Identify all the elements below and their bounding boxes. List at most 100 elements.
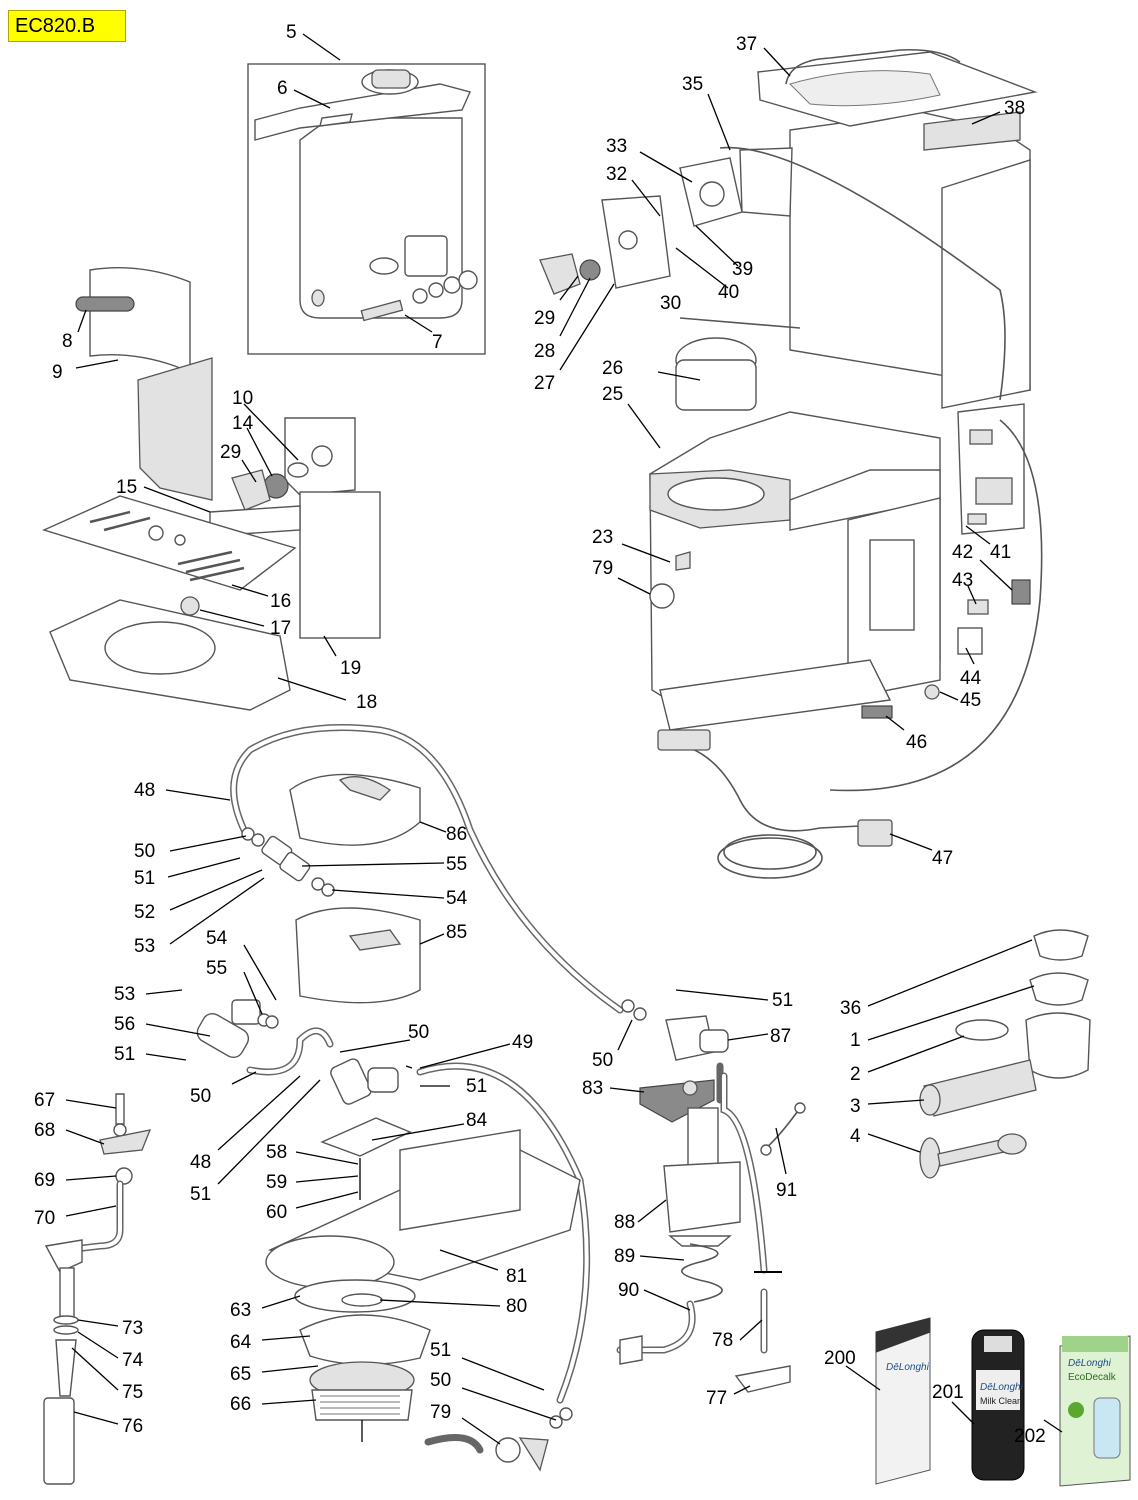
callout-51-c: 51 xyxy=(466,1076,487,1097)
callout-labels: 5 6 7 8 9 10 14 29 15 16 17 19 18 37 35 … xyxy=(34,22,1046,1447)
callout-68: 68 xyxy=(34,1120,55,1141)
drain-fitting xyxy=(734,1365,791,1393)
callout-38: 38 xyxy=(1004,98,1025,119)
callout-51-e: 51 xyxy=(430,1340,451,1361)
callout-88: 88 xyxy=(614,1212,635,1233)
float xyxy=(180,596,200,616)
callout-4: 4 xyxy=(850,1126,861,1147)
product-202-brand: DēLonghi xyxy=(1068,1358,1112,1369)
callout-58: 58 xyxy=(266,1142,287,1163)
callout-51-f: 51 xyxy=(772,990,793,1011)
product-filter-box: DēLonghi xyxy=(875,1317,931,1485)
callout-42: 42 xyxy=(952,542,973,563)
callout-86: 86 xyxy=(446,824,467,845)
product-201-text: Milk Clean xyxy=(980,1396,1022,1406)
callout-6: 6 xyxy=(277,78,288,99)
callout-200: 200 xyxy=(824,1348,856,1369)
right-column-cover xyxy=(299,491,381,639)
callout-1: 1 xyxy=(850,1030,861,1051)
callout-67: 67 xyxy=(34,1090,55,1111)
callout-50-d: 50 xyxy=(430,1370,451,1391)
callout-80: 80 xyxy=(506,1296,527,1317)
callout-78: 78 xyxy=(712,1330,733,1351)
callout-41: 41 xyxy=(990,542,1011,563)
callout-202: 202 xyxy=(1014,1426,1046,1447)
callout-47: 47 xyxy=(932,848,953,869)
water-tank-frame xyxy=(247,63,486,355)
callout-50-b: 50 xyxy=(408,1022,429,1043)
callout-74: 74 xyxy=(122,1350,144,1371)
accessories-group xyxy=(919,929,1091,1179)
callout-3: 3 xyxy=(850,1096,861,1117)
callout-79-bottom: 79 xyxy=(430,1402,451,1423)
callout-35: 35 xyxy=(682,74,703,95)
boiler-bottom xyxy=(295,907,421,1004)
hydraulics-group xyxy=(196,724,624,1472)
callout-25: 25 xyxy=(602,384,623,405)
callout-17: 17 xyxy=(270,618,291,639)
callout-30: 30 xyxy=(660,293,681,314)
callout-23: 23 xyxy=(592,527,613,548)
callout-32: 32 xyxy=(606,164,627,185)
callout-50-c: 50 xyxy=(190,1086,211,1107)
callout-89: 89 xyxy=(614,1246,635,1267)
callout-44: 44 xyxy=(960,668,982,689)
grinder-ring xyxy=(311,1389,413,1421)
callout-45: 45 xyxy=(960,690,981,711)
callout-91: 91 xyxy=(776,1180,797,1201)
callout-83: 83 xyxy=(582,1078,603,1099)
callout-29-right: 29 xyxy=(534,308,555,329)
callout-19: 19 xyxy=(340,658,361,679)
burr-grinder xyxy=(299,1314,431,1366)
callout-48-top: 48 xyxy=(134,780,155,801)
callout-14: 14 xyxy=(232,413,254,434)
product-202-text: EcoDecalk xyxy=(1068,1372,1117,1383)
callout-48-bottom: 48 xyxy=(190,1152,211,1173)
filter-basket-1cup xyxy=(1033,929,1089,961)
callout-39: 39 xyxy=(732,259,753,280)
callout-9: 9 xyxy=(52,362,63,383)
callout-51-d: 51 xyxy=(190,1184,211,1205)
callout-51-a: 51 xyxy=(134,868,155,889)
callout-53-b: 53 xyxy=(114,984,135,1005)
callout-54-b: 54 xyxy=(206,928,228,949)
callout-46: 46 xyxy=(906,732,927,753)
side-panel xyxy=(137,357,213,501)
pump-body xyxy=(687,1107,719,1169)
steam-nozzle xyxy=(55,1339,77,1397)
callout-27: 27 xyxy=(534,373,555,394)
pump-group xyxy=(616,999,806,1393)
callout-52: 52 xyxy=(134,902,155,923)
callout-77: 77 xyxy=(706,1388,727,1409)
callout-55-b: 55 xyxy=(206,958,227,979)
callout-8: 8 xyxy=(62,331,73,352)
front-cover-group xyxy=(42,267,381,711)
callout-2: 2 xyxy=(850,1064,861,1085)
callout-201: 201 xyxy=(932,1382,964,1403)
product-200-brand: DēLonghi xyxy=(886,1362,930,1373)
housing-group xyxy=(539,48,1043,879)
foot-pad xyxy=(861,705,893,719)
callout-85: 85 xyxy=(446,922,467,943)
callout-59: 59 xyxy=(266,1172,287,1193)
callout-56: 56 xyxy=(114,1014,135,1035)
callout-53-a: 53 xyxy=(134,936,155,957)
callout-50-a: 50 xyxy=(134,841,155,862)
callout-18: 18 xyxy=(356,692,377,713)
callout-75: 75 xyxy=(122,1382,143,1403)
callout-26: 26 xyxy=(602,358,623,379)
callout-40: 40 xyxy=(718,282,739,303)
callout-84: 84 xyxy=(466,1110,488,1131)
selector-knob xyxy=(539,253,581,295)
callout-29-left: 29 xyxy=(220,442,241,463)
tank-valve-parts xyxy=(360,270,478,322)
callout-55-a: 55 xyxy=(446,854,467,875)
cappuccino-sleeve xyxy=(43,1397,75,1485)
product-ecodecalk: DēLonghi EcoDecalk xyxy=(1059,1335,1131,1487)
callout-87: 87 xyxy=(770,1026,791,1047)
callout-28: 28 xyxy=(534,341,555,362)
callout-66: 66 xyxy=(230,1394,251,1415)
callout-50-e: 50 xyxy=(592,1050,613,1071)
callout-7: 7 xyxy=(432,332,443,353)
